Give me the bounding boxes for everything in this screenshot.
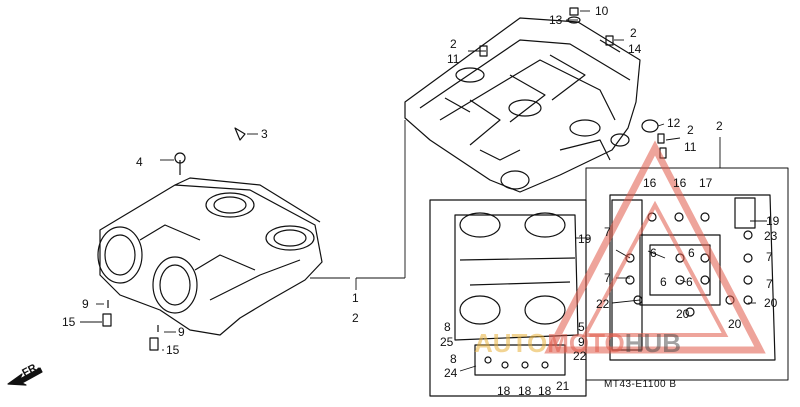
- callout-12: 12: [667, 116, 681, 130]
- callout-6: 6: [660, 275, 667, 289]
- diagram-code: MT43-E1100 B: [604, 379, 677, 390]
- callout-2: 2: [687, 123, 694, 137]
- callout-20: 20: [728, 317, 742, 331]
- callout-10: 10: [595, 4, 609, 18]
- callout-8: 8: [444, 320, 451, 334]
- callout-22: 22: [573, 349, 587, 363]
- callout-6: 6: [688, 246, 695, 260]
- leader-lines: [80, 10, 767, 372]
- callout-3: 3: [261, 127, 268, 141]
- watermark-auto: AUTO: [474, 328, 548, 358]
- callout-15: 15: [62, 315, 76, 329]
- callout-6: 6: [650, 246, 657, 260]
- callout-7: 7: [766, 277, 773, 291]
- callout-2: 2: [630, 26, 637, 40]
- callout-25: 25: [440, 335, 454, 349]
- callout-9: 9: [178, 325, 185, 339]
- callout-9: 9: [82, 297, 89, 311]
- watermark-triangle: [544, 140, 766, 354]
- upper-crankcase-drawing: [404, 17, 641, 193]
- callout-18: 18: [518, 384, 532, 398]
- callout-7: 7: [766, 250, 773, 264]
- watermark-moto: MOTO: [547, 328, 625, 358]
- callout-11: 11: [447, 52, 460, 66]
- callout-1: 1: [352, 291, 359, 305]
- lower-crankcase-drawing: [429, 167, 789, 397]
- callout-24: 24: [444, 366, 458, 380]
- callout-7: 7: [604, 271, 611, 285]
- callout-18: 18: [538, 384, 552, 398]
- callout-19: 19: [766, 214, 780, 228]
- callout-13: 13: [549, 13, 563, 27]
- callout-8: 8: [450, 352, 457, 366]
- callout-2: 2: [450, 37, 457, 51]
- cylinder-block-drawing: [97, 127, 323, 351]
- callout-4: 4: [136, 155, 143, 169]
- watermark-logo: AUTOMOTOHUB: [474, 328, 681, 359]
- watermark-hub: HUB: [624, 328, 682, 358]
- callout-9: 9: [578, 335, 585, 349]
- callout-20: 20: [764, 296, 778, 310]
- callout-11: 11: [684, 140, 697, 154]
- callout-22: 22: [596, 297, 610, 311]
- callout-19: 19: [578, 232, 592, 246]
- callout-14: 14: [628, 42, 642, 56]
- callout-6: 6: [686, 275, 693, 289]
- callout-5: 5: [578, 320, 585, 334]
- front-arrow: [7, 367, 43, 386]
- callout-15: 15: [166, 343, 180, 357]
- callout-2: 2: [352, 311, 359, 325]
- callout-7: 7: [604, 225, 611, 239]
- callout-16: 16: [643, 176, 657, 190]
- callout-2: 2: [716, 119, 723, 133]
- callout-16: 16: [673, 176, 687, 190]
- callout-18: 18: [497, 384, 511, 398]
- callout-20: 20: [676, 307, 690, 321]
- callout-23: 23: [764, 229, 778, 243]
- callout-17: 17: [699, 176, 713, 190]
- callout-21: 21: [556, 379, 570, 393]
